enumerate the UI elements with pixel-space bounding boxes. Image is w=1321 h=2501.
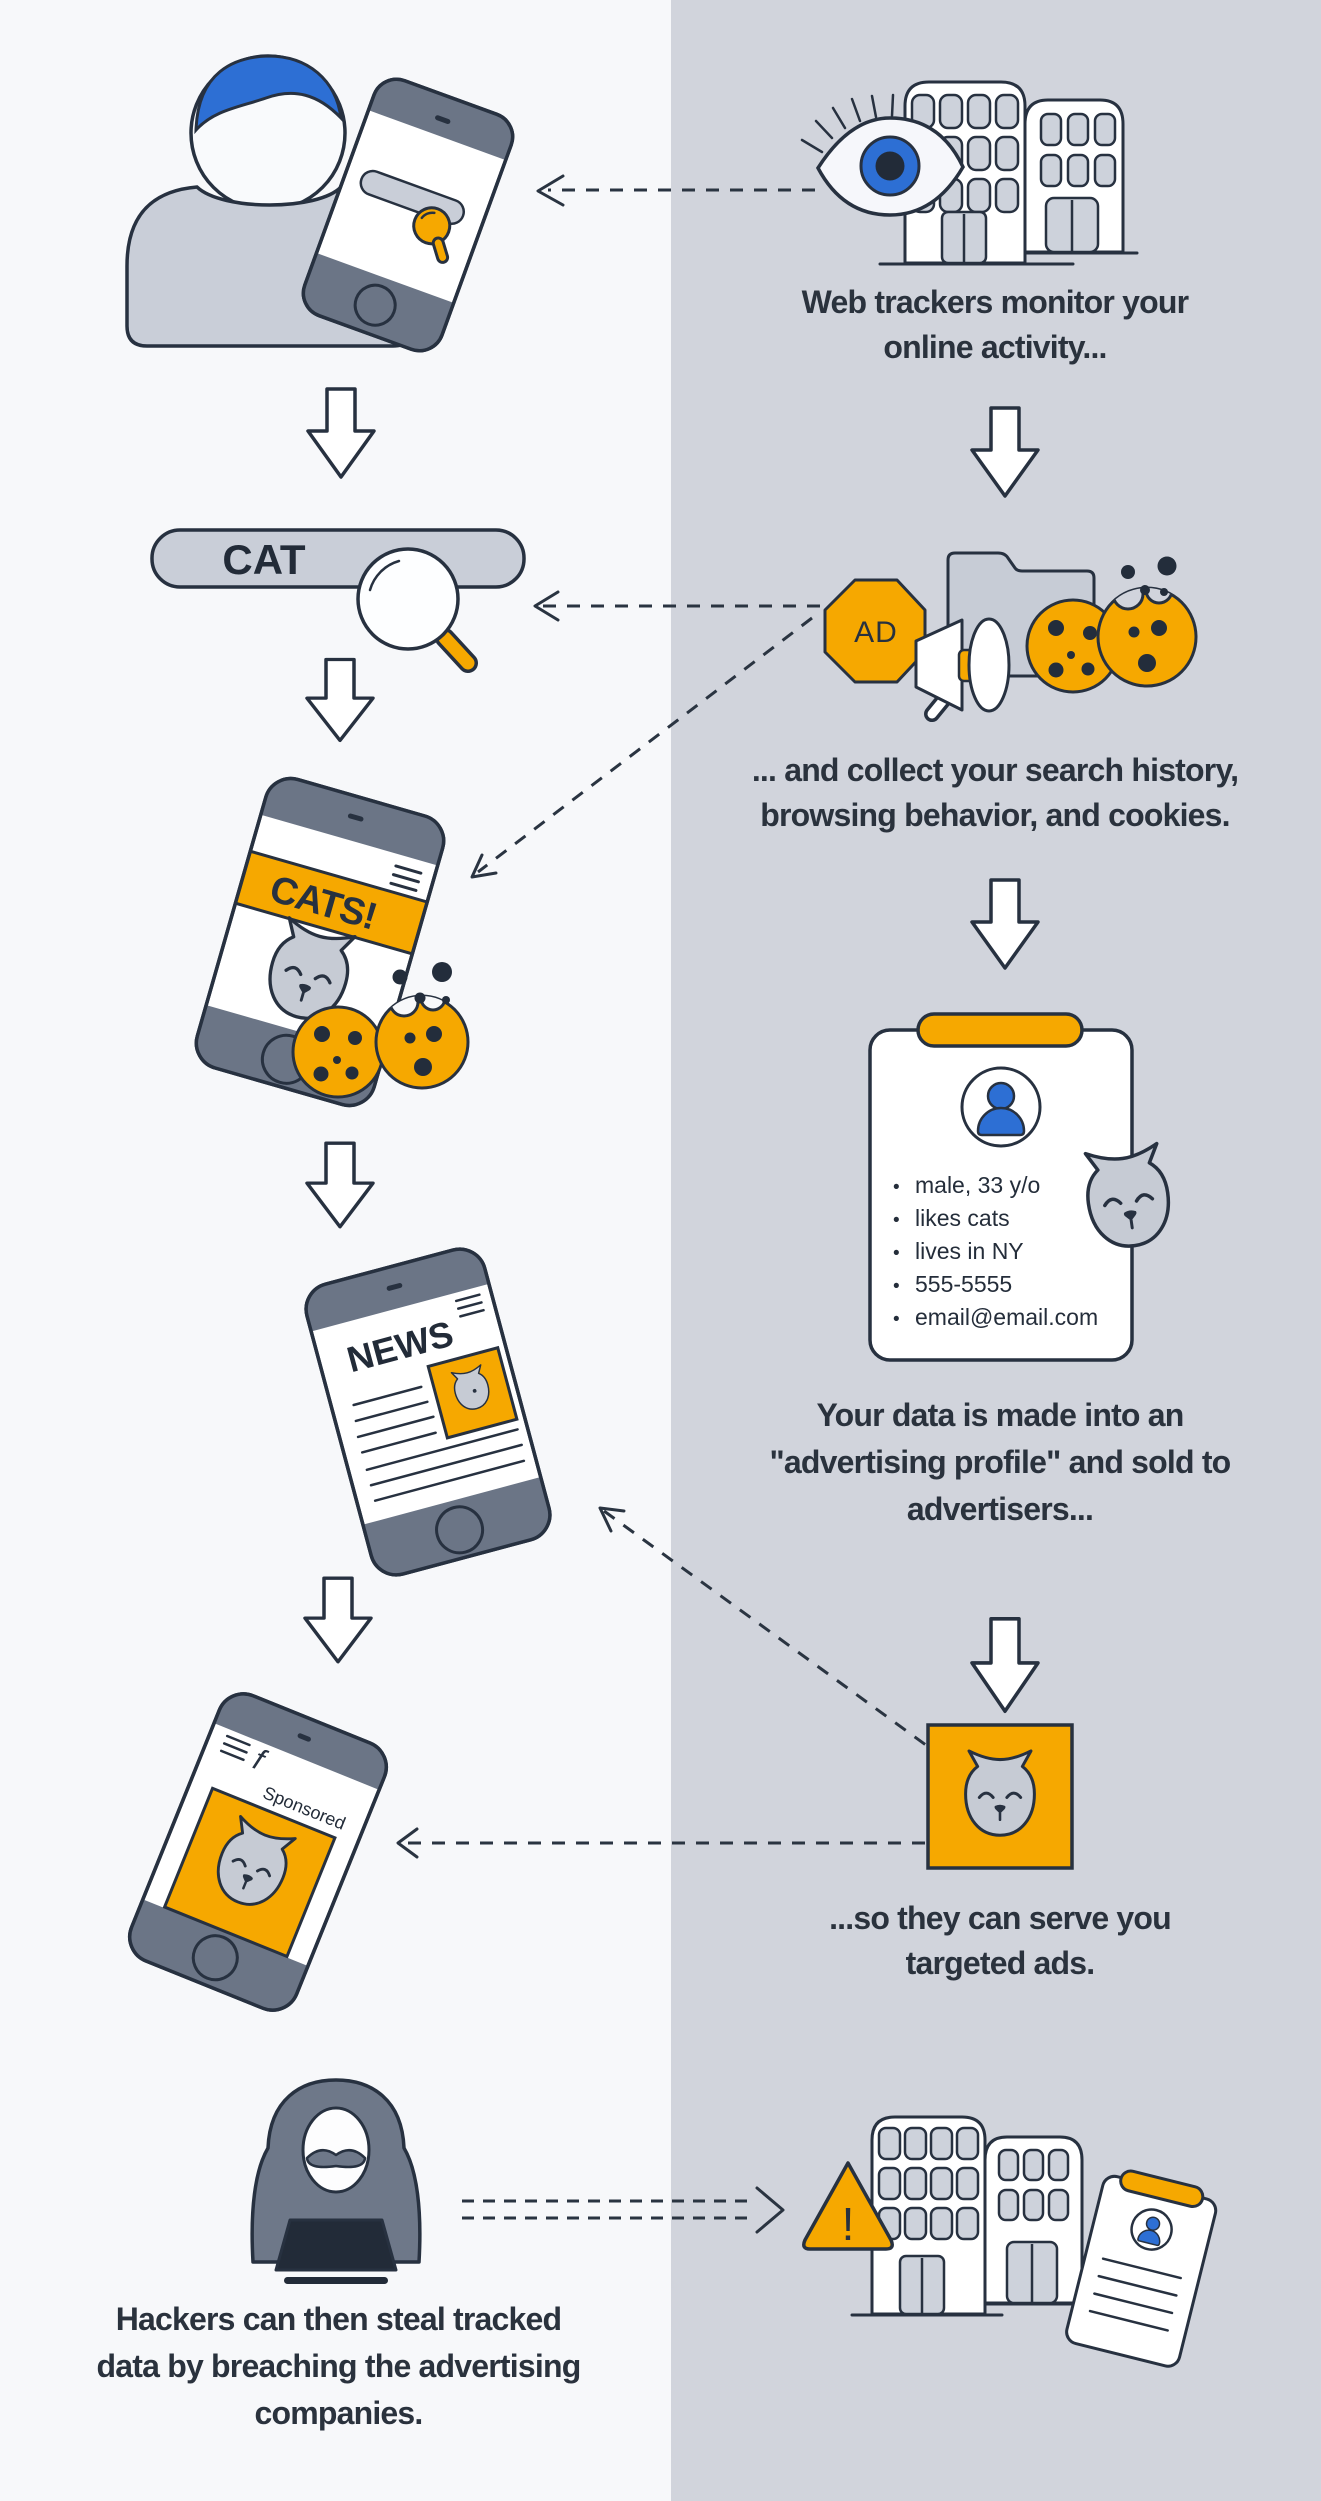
user-with-phone-illustration: [125, 54, 520, 358]
profile-item: • email@email.com: [893, 1304, 1099, 1330]
megaphone-icon: [914, 617, 1011, 722]
profile-item: • likes cats: [893, 1205, 1010, 1231]
caption-step5: Hackers can then steal tracked data by b…: [96, 2301, 582, 2431]
article-text-lines: [352, 1385, 526, 1502]
stolen-profile-clipboard: [1065, 2169, 1218, 2368]
hacker-illustration: [250, 2078, 422, 2284]
cookie-crumbs: [392, 962, 452, 1004]
magnifier-icon: [356, 547, 478, 673]
caption-step1: Web trackers monitor your online activit…: [801, 284, 1189, 365]
down-arrow-icon: [305, 1141, 375, 1229]
cookie-icon: [291, 1005, 385, 1099]
building-icon: [983, 2135, 1100, 2306]
document-text-lines: [1088, 2257, 1182, 2332]
sponsored-phone-illustration: f Sponsored: [121, 1686, 395, 2018]
tracker-buildings-illustration: [800, 80, 1139, 266]
bitten-cookie-icon: [1096, 556, 1198, 688]
smartphone-search-icon: [296, 72, 520, 358]
profile-attribute-list: • male, 33 y/o • likes cats • lives in N…: [893, 1170, 1123, 1335]
cat-icon: [964, 1749, 1036, 1837]
caption-step4: ...so they can serve you targeted ads.: [829, 1900, 1172, 1981]
profile-item: • 555-5555: [893, 1271, 1013, 1297]
laptop-icon: [274, 2218, 398, 2272]
ad-stop-icon: AD: [823, 578, 927, 684]
building-icon: [1023, 98, 1139, 255]
breach-illustration: !: [802, 2115, 1218, 2368]
caption-step2: ... and collect your search history, bro…: [751, 752, 1239, 833]
profile-item: • male, 33 y/o: [893, 1172, 1041, 1198]
hamburger-menu-icon: [389, 864, 423, 892]
down-arrow-icon: [970, 1616, 1040, 1714]
caption-step3: Your data is made into an "advertising p…: [769, 1397, 1232, 1527]
dashed-connector-lines: [396, 174, 931, 2234]
ad-badge-text: AD: [854, 616, 898, 649]
advertising-profile-card: [868, 1012, 1177, 1362]
search-bar-illustration: CAT: [150, 528, 526, 673]
down-arrow-icon: [305, 657, 375, 743]
hamburger-menu-icon: [219, 1734, 251, 1762]
down-arrow-icon: [970, 406, 1040, 498]
hamburger-menu-icon: [454, 1293, 485, 1318]
cookie-icon: [1025, 598, 1121, 694]
eye-icon: [800, 93, 965, 217]
news-phone-illustration: NEWS: [300, 1243, 556, 1581]
down-arrow-icon: [970, 878, 1040, 970]
down-arrow-icon: [303, 1576, 373, 1664]
profile-item: • lives in NY: [893, 1238, 1024, 1264]
clipboard-clip: [916, 1012, 1084, 1048]
targeted-ad-illustration: [926, 1723, 1074, 1870]
warning-triangle-icon: !: [802, 2161, 894, 2251]
down-arrow-icon: [306, 387, 376, 479]
bitten-cookie-icon: [374, 962, 470, 1090]
search-query-text: CAT: [222, 536, 306, 583]
warning-mark-text: !: [842, 2198, 855, 2250]
data-collection-illustration: AD: [823, 551, 1198, 722]
mustache-icon: [305, 2149, 367, 2169]
cookie-crumbs: [1121, 556, 1177, 596]
cookies-beside-phone: [291, 962, 470, 1099]
profile-avatar-icon: [960, 1066, 1042, 1148]
building-icon: [850, 2115, 1004, 2317]
